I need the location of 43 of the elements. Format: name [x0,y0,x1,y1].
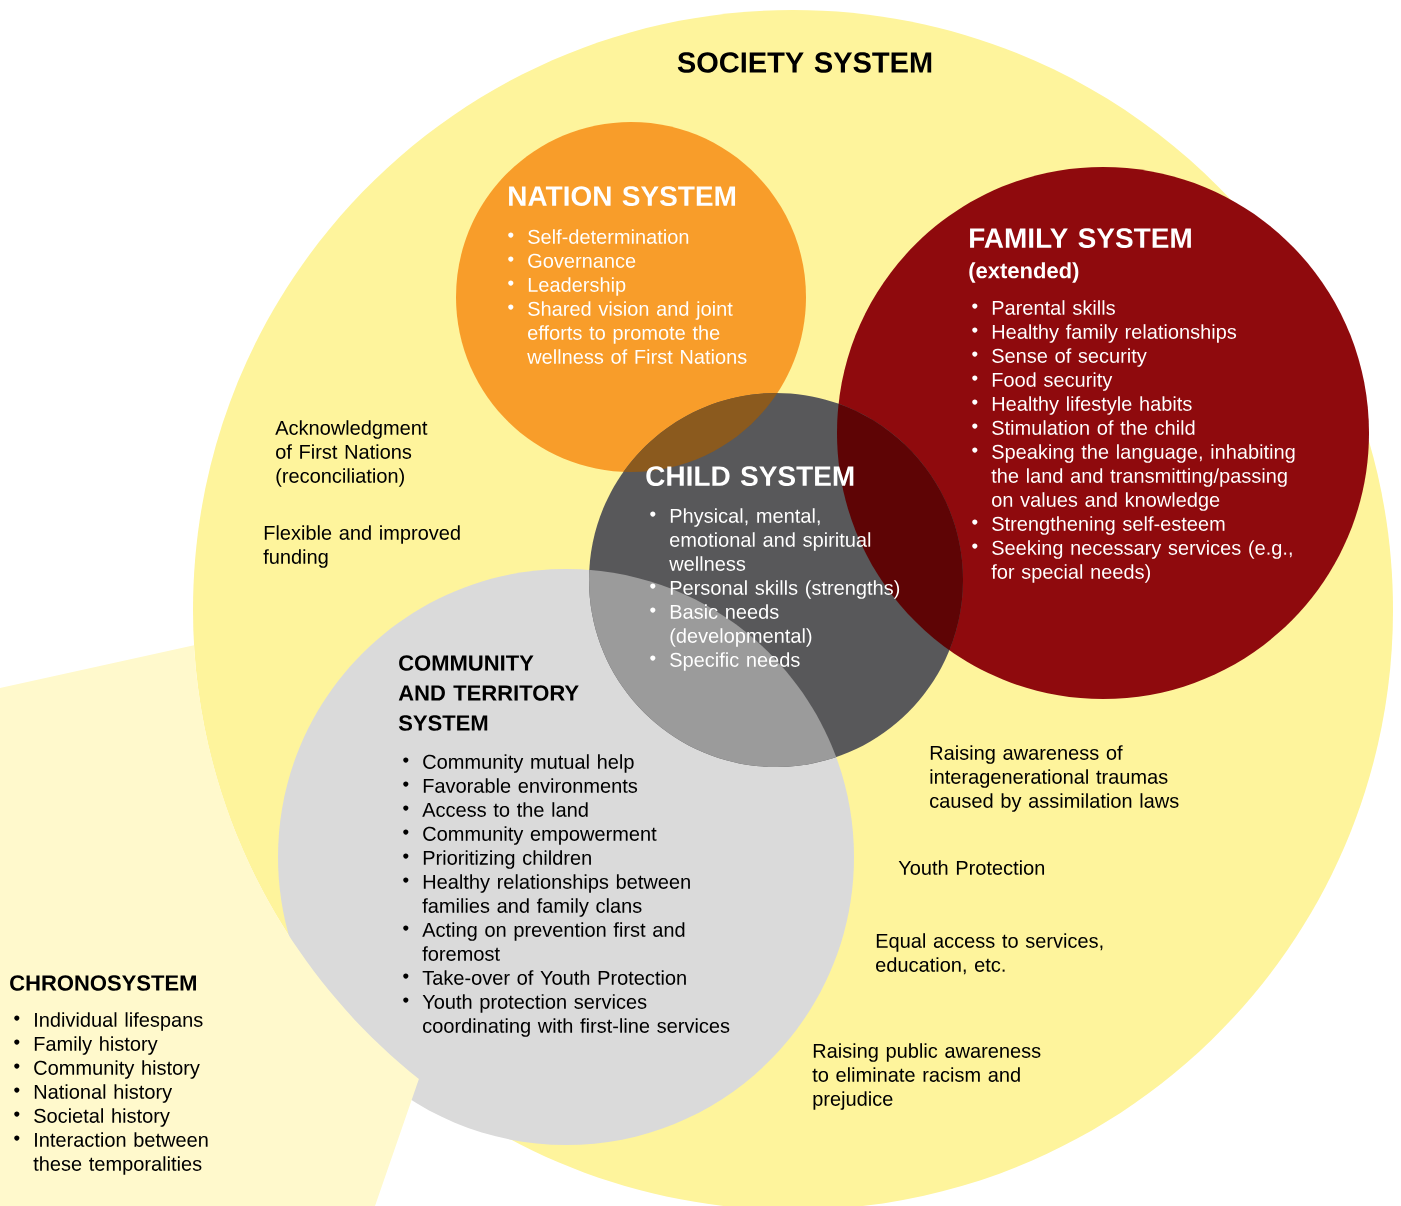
list-item: Individual lifespans [35,1012,203,1031]
system-heading: NATION SYSTEM [509,186,736,206]
list-item: Self-determination [528,229,689,244]
system-heading: CHILD SYSTEM [646,466,854,486]
note-text: Youth Protection [898,860,1044,875]
list-item: Favorable environments [423,778,638,793]
note-text: Raising awareness of interagenerational traumas caused by assimilation laws [930,745,1179,812]
list-item: Societal history [34,1108,170,1127]
list-item: Healthy lifestyle habits [992,396,1192,415]
list-item: Healthy relationships between families and family clans [422,874,690,917]
system-title: SOCIETY SYSTEM [677,52,932,73]
list-item: National history [34,1084,173,1103]
list-item: Family history [34,1036,158,1055]
list-item: Community history [34,1060,200,1079]
subheading: (extended) [969,262,1079,283]
system-heading: COMMUNITY AND TERRITORY SYSTEM [398,655,579,731]
list-item: Acting on prevention first and foremost [422,922,685,961]
list-item: Healthy family relationships [992,324,1237,343]
list-item: Food security [992,372,1113,391]
list-item: Seeking necessary services (e.g., for special needs) [991,540,1292,583]
list-item: Governance [528,253,636,268]
list-item: Personal skills (strengths) [670,580,900,599]
list-item: Stimulation of the child [992,420,1195,435]
note-text: Flexible and improved funding [263,525,460,568]
list-item: Take-over of Youth Protection [422,970,686,985]
note-text: Raising public awareness to eliminate racism and prejudice [812,1043,1041,1110]
list-item: Prioritizing children [423,850,591,869]
note-text: Acknowledgment of First Nations (reconciliation) [275,420,428,487]
list-item: Community empowerment [423,826,657,845]
list-item: Community mutual help [423,754,634,773]
list-item: Leadership [528,277,626,296]
list-item: Access to the land [422,802,588,817]
list-item: Parental skills [992,300,1115,315]
system-heading: CHRONOSYSTEM [10,975,196,991]
list-item: Youth protection services coordinating with first-line services [422,994,730,1037]
list-item: Sense of security [992,348,1147,367]
note-text: Equal access to services, education, etc. [876,933,1103,975]
list-item: Speaking the language, inhabiting the land and transmitting/passing on values and knowledge [991,444,1295,511]
list-item: Physical, mental, emotional and spiritual wellness [669,508,871,571]
system-heading: FAMILY SYSTEM [970,228,1191,248]
list-item: Interaction between these temporalities [33,1132,208,1175]
list-item: Strengthening self-esteem [992,516,1225,535]
list-item: Shared vision and joint efforts to promote the wellness of First Nations [527,301,747,364]
